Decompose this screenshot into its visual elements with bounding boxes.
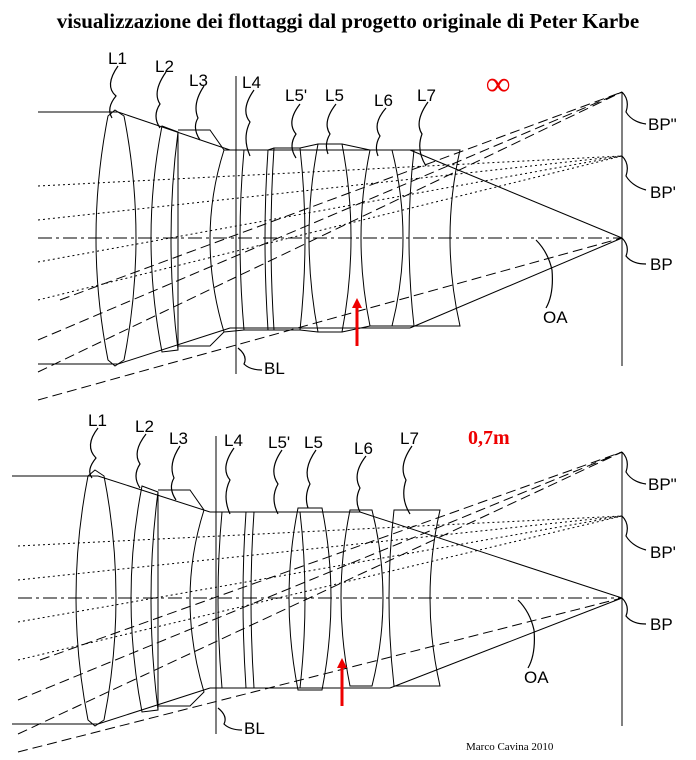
ray: [389, 597, 623, 689]
ray-bundle: [12, 451, 623, 753]
ray: [359, 511, 623, 599]
ray: [37, 155, 623, 301]
label-bp-mid: BP': [650, 183, 676, 202]
lens-l5p: [250, 511, 306, 689]
label-bp-top: BP": [648, 115, 677, 134]
lens-l6: [340, 509, 384, 687]
ray: [37, 155, 623, 187]
ray: [39, 451, 623, 661]
label-l6: L6: [374, 91, 393, 110]
label-bp-mid: BP': [650, 543, 676, 562]
red-up-arrow-icon: [352, 298, 362, 346]
label-bp-axis: BP: [650, 615, 673, 634]
ray: [117, 327, 231, 365]
lens-l1: [95, 109, 137, 367]
ray: [37, 155, 623, 221]
ray-bundle: [37, 91, 623, 401]
ray: [37, 91, 623, 341]
label-l5p: L5': [285, 86, 307, 105]
label-l2: L2: [155, 57, 174, 76]
panel-infinity: L1 L2 L3 L4 L5' L5 L6 L7 ∞ BL OA BP" BP'…: [37, 49, 677, 401]
lens-l3: [158, 489, 205, 707]
ray: [409, 149, 623, 239]
panel-close: L1 L2 L3 L4 L5' L5 L6 L7 0,7m BL OA BP" …: [12, 411, 677, 753]
ray: [17, 515, 623, 661]
ray: [37, 155, 623, 263]
lens-l2: [150, 125, 179, 353]
label-bl: BL: [244, 719, 265, 738]
lens-l1: [75, 469, 117, 727]
label-l2: L2: [135, 417, 154, 436]
label-l1: L1: [108, 49, 127, 68]
ray: [17, 451, 623, 701]
ray: [17, 597, 623, 753]
diagram-title: visualizzazione dei flottaggi dal proget…: [57, 9, 639, 33]
label-l3: L3: [169, 429, 188, 448]
focus-infinity-label: ∞: [486, 66, 510, 103]
ray: [59, 91, 623, 301]
ray: [17, 515, 623, 547]
ray: [17, 451, 623, 735]
lens-l3: [178, 129, 225, 347]
leader-lines: [89, 427, 647, 731]
red-up-arrow-icon: [337, 658, 347, 706]
label-l7: L7: [400, 429, 419, 448]
lens-l7: [388, 509, 441, 687]
ray: [17, 515, 623, 623]
focus-distance-label: 0,7m: [468, 427, 510, 449]
label-bl: BL: [264, 359, 285, 378]
ray: [37, 91, 623, 373]
label-oa: OA: [543, 308, 568, 327]
ray: [97, 687, 211, 725]
label-l1: L1: [88, 411, 107, 430]
label-l4: L4: [242, 73, 261, 92]
lens-l7: [408, 149, 461, 327]
label-l7: L7: [417, 86, 436, 105]
label-l4: L4: [224, 431, 243, 450]
ray: [17, 515, 623, 581]
lens-l2: [130, 485, 159, 713]
label-l5: L5: [325, 86, 344, 105]
label-l6: L6: [354, 439, 373, 458]
lens-l4: [239, 149, 269, 331]
leader-lines: [109, 65, 647, 371]
ray: [37, 237, 623, 401]
label-bp-axis: BP: [650, 255, 673, 274]
ray: [409, 237, 623, 329]
label-l3: L3: [189, 71, 208, 90]
ray: [117, 111, 231, 151]
label-l5p: L5': [268, 433, 290, 452]
credit-text: Marco Cavina 2010: [466, 741, 554, 753]
label-oa: OA: [524, 668, 549, 687]
lens-l4: [217, 511, 247, 689]
label-l5: L5: [304, 433, 323, 452]
lens-l5: [288, 507, 332, 691]
ray: [97, 475, 211, 513]
label-bp-top: BP": [648, 475, 677, 494]
